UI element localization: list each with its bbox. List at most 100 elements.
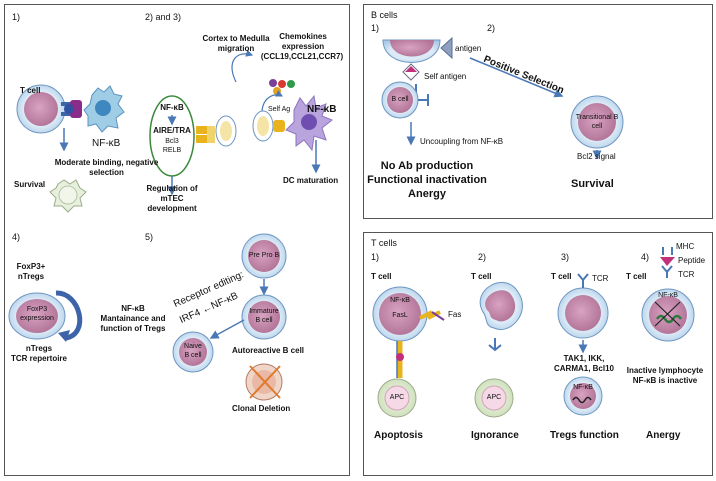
foxp3-l1: FoxP3+ [16,262,46,271]
b-cell-label: B cell [391,96,409,103]
transitional-l2: cell [591,123,603,130]
mtec-cells [196,115,237,147]
no-ab-l1: No Ab production [380,160,474,172]
apc-label-1: APC [389,394,405,401]
tcell-label: T cell [20,86,41,95]
tregs-function-label: Tregs function [550,430,619,441]
inactive-l1: Inactive lymphocyte [626,366,704,375]
survival-cell [49,179,87,213]
maintenance-l3: function of Tregs [100,324,166,333]
tcell-label-1: T cell [371,272,392,281]
tcells-panel [363,232,713,476]
self-ag-label: Self Ag [268,106,291,113]
label-n4: 4) [12,232,21,242]
self-antigen-label: Self antigen [424,72,467,81]
tak-l2: CARMA1, Bcl10 [553,364,614,373]
tcell-label-2: T cell [471,272,492,281]
apoptosis-label: Apoptosis [374,430,423,441]
foxp3-l2: nTregs [17,272,45,281]
bcl2-label: Bcl2 signal [577,152,616,161]
chemokines-l1: Chemokines [279,32,327,41]
mhc-label: MHC [676,242,695,251]
bcells-n2: 2) [487,23,496,33]
tcell-anergy [641,247,695,342]
transitional-l1: Transitional B [575,114,619,121]
tak-l1: TAK1, IKK, [563,354,605,363]
tcell-apoptosis [372,286,445,342]
migration-arrow [231,49,254,83]
immature-l2: B cell [255,317,273,324]
maintenance-l2: Mantainance and [100,314,166,323]
no-ab-l2: Functional inactivation [367,174,487,186]
dendritic-cell-1 [83,85,125,133]
dc-maturation-label: DC maturation [283,176,339,185]
chemokines-l2: expression [281,42,325,51]
naive-l1: Naive [184,343,202,350]
oval-aire: AIRE/TRA [153,126,191,135]
tcell-tregs-nucleus [563,376,603,416]
naive-l2: B cell [184,352,202,359]
moderate-binding-l1: Moderate binding, negative [54,158,159,167]
maintenance-l1: NF-κB [121,304,145,313]
ntregs-l1: nTregs [25,344,53,353]
tcell-label-3: T cell [551,272,572,281]
bcells-survival-label: Survival [571,178,614,190]
thymocyte-2 [252,110,285,142]
tcell-tregs [557,273,609,339]
tcr-label-4: TCR [678,270,695,279]
maintenance-loop [55,290,83,341]
regulation-l1: Regulation of [146,184,198,193]
autoreactive-label: Autoreactive B cell [232,346,305,355]
nfkb-label-c1: NF-κB [390,297,410,304]
survival-label: Survival [14,180,46,189]
apc-connection-1 [377,341,417,418]
anergy-label: Anergy [646,430,681,441]
dendritic-cell-2 [285,94,333,152]
label-n2-3: 2) and 3) [145,12,182,22]
pre-pro-b-cell [241,233,287,279]
deleted-b-cell [245,363,283,401]
foxp3-cell-l1: FoxP3 [26,306,48,313]
tcr-mhc-complex [61,100,82,118]
tcr-label-3: TCR [592,274,609,283]
uncoupling-label: Uncoupling from NF-κB [420,137,504,146]
label-n1: 1) [12,12,21,22]
oval-relb: RELB [162,147,182,154]
fas-label: Fas [448,310,462,319]
ignorance-label: Ignorance [471,430,519,441]
tcells-title: T cells [371,238,397,248]
tcell-label-4: T cell [626,272,647,281]
transitional-b-cell [570,95,624,149]
foxp3-cell-l2: expression [20,315,54,322]
inactive-l2: NF-κB is inactive [632,376,698,385]
immature-b-cell [241,294,287,340]
bcells-title: B cells [371,10,398,20]
bcells-n1: 1) [371,23,380,33]
treg-cell [8,292,66,340]
tcells-n4: 4) [641,252,650,262]
fasl-label: FasL [392,312,408,319]
tcells-n3: 3) [561,252,570,262]
antigen-label: antigen [455,44,482,53]
label-n5: 5) [145,232,154,242]
no-ab-l3: Anergy [408,188,446,200]
clonal-deletion-label: Clonal Deletion [232,404,291,413]
chemokine-balls [269,79,295,95]
cortex-l2: migration [217,44,255,53]
tcell-1 [16,84,66,134]
nfkb-label-3: NF-κB [573,384,593,391]
nfkb-label-4: NF-κB [658,292,678,299]
regulation-l3: development [147,204,197,213]
moderate-binding-l2: selection [89,168,124,177]
immature-l1: Immature [249,308,279,315]
nfkb-dc-label: NF-κB [307,104,337,115]
tcells-n2: 2) [478,252,487,262]
regulation-l2: mTEC [160,194,184,203]
naive-b-cell [172,331,214,373]
tcell-ignorance [474,281,523,418]
nfkb-label-1: NF-κB [92,138,121,149]
b-cell-self-antigen [381,36,453,119]
oval-bcl3: Bcl3 [165,138,179,145]
ntregs-l2: TCR repertoire [10,354,67,363]
